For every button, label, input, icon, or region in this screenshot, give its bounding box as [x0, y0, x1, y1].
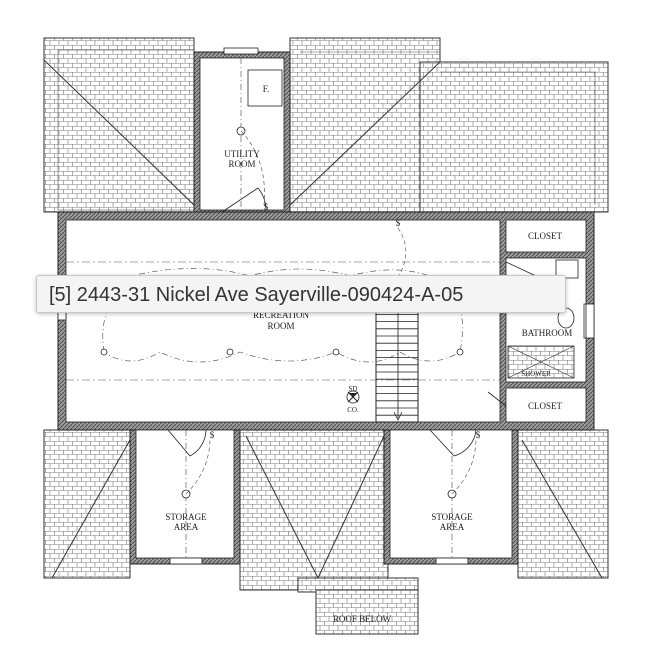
- roof-lower-left: [43, 429, 131, 579]
- bathroom-label: BATHROOM: [522, 328, 573, 338]
- storage-left-label-2: AREA: [174, 522, 199, 532]
- utility-room: [193, 47, 291, 213]
- roof-upper-left: [43, 37, 195, 213]
- roof-upper-right: [289, 37, 609, 213]
- toilet-icon: [557, 307, 575, 329]
- storage-right-label-2: AREA: [440, 522, 465, 532]
- smoke-detector-label-2: CO.: [347, 406, 359, 414]
- sink-icon: [555, 259, 579, 279]
- switch-storage-left: $: [210, 430, 215, 440]
- utility-room-label-2: ROOM: [228, 159, 255, 169]
- closet-upper-label: CLOSET: [528, 231, 563, 241]
- switch-utility: $: [264, 202, 269, 212]
- storage-area-left: [129, 429, 241, 565]
- roof-lower-right: [517, 429, 609, 579]
- stair-run: [375, 295, 419, 423]
- roof-below-label: ROOF BELOW: [333, 614, 392, 624]
- switch-storage-right: $: [476, 430, 481, 440]
- closet-upper-box: [505, 219, 587, 253]
- shower-label: SHOWER: [521, 370, 551, 378]
- recreation-room-label-2: ROOM: [267, 321, 294, 331]
- document-title-tooltip: [5] 2443-31 Nickel Ave Sayerville-090424…: [36, 275, 566, 313]
- furnace-label: F.: [263, 84, 270, 94]
- furnace-box: [247, 69, 283, 107]
- utility-room-label-1: UTILITY: [224, 149, 260, 159]
- main-floor: [57, 211, 595, 431]
- smoke-detector-label-1: SD: [349, 385, 358, 393]
- closet-lower-label: CLOSET: [528, 401, 563, 411]
- switch-recreation: $: [396, 218, 401, 228]
- storage-area-right: [383, 429, 519, 565]
- storage-left-label-1: STORAGE: [165, 512, 207, 522]
- closet-lower-box: [505, 387, 587, 423]
- storage-right-label-1: STORAGE: [431, 512, 473, 522]
- recreation-room-label-1: RECREATION: [253, 310, 310, 320]
